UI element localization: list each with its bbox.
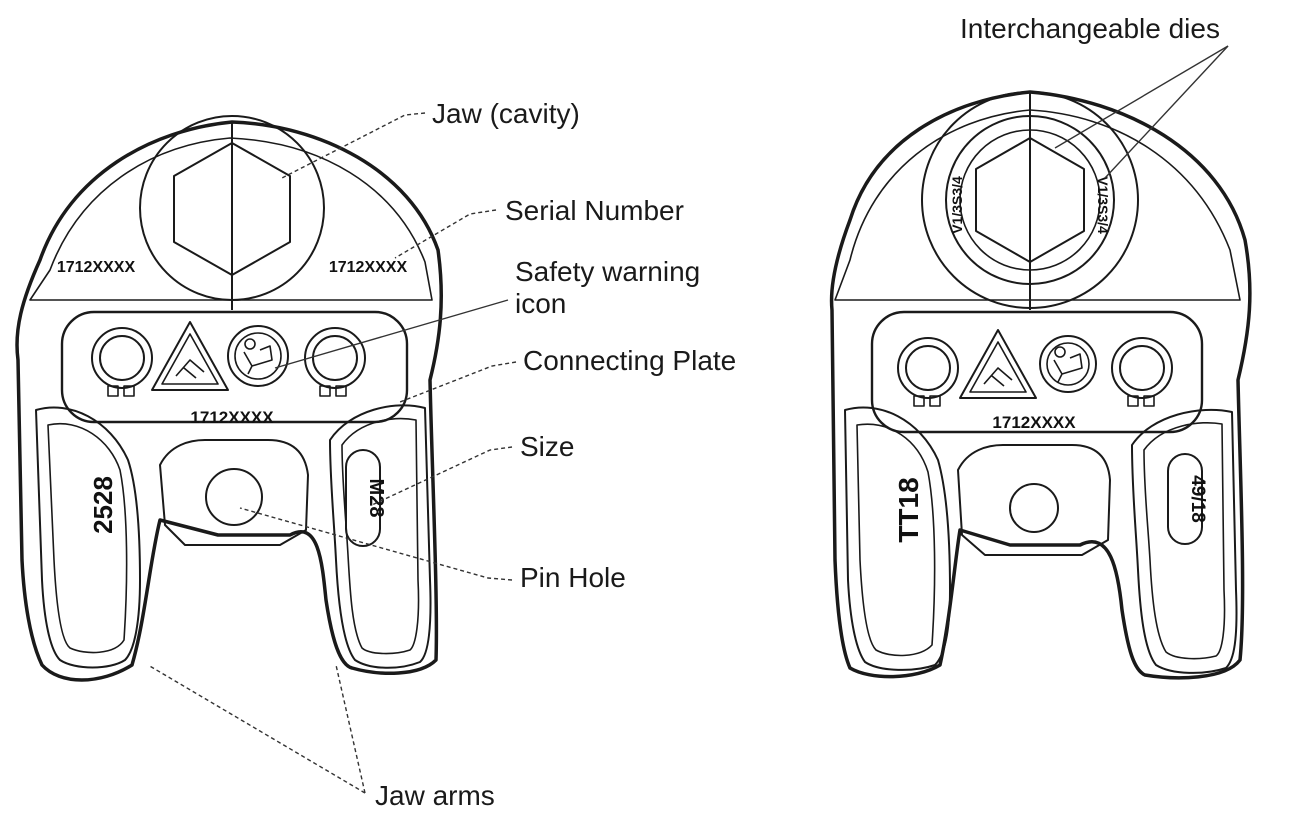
right-plate-pin-right: [1111, 337, 1173, 407]
left-pin-hub: [159, 439, 309, 546]
right-size-marking: 49/18: [1187, 475, 1208, 523]
label-jaw-arms: Jaw arms: [375, 780, 495, 811]
right-die-hexagon: [975, 137, 1085, 263]
warning-triangle-icon: [151, 321, 229, 391]
leader-dies-2: [1104, 45, 1229, 179]
left-jaw-serial-right: 1712XXXX: [329, 259, 408, 276]
right-jaw-arm-left-inner: [856, 423, 936, 657]
left-jaw-cavity-ring: [139, 115, 325, 301]
right-jaw: V1/3S3/4 V1/3S3/4 1712XXXX: [829, 90, 1252, 680]
label-jaw-cavity: Jaw (cavity): [432, 98, 580, 129]
leader-serial-number: [394, 209, 497, 259]
left-jaw-upper-band: [29, 137, 433, 301]
leader-jaw-arms-right: [335, 664, 366, 794]
label-safety-warning-1: Safety warning: [515, 256, 700, 287]
label-connecting-plate: Connecting Plate: [523, 345, 736, 376]
right-jaw-upper-band: [834, 109, 1241, 301]
label-interchangeable-dies: Interchangeable dies: [960, 13, 1220, 44]
right-plate-pin-left: [897, 337, 959, 407]
right-size-oval: [1167, 453, 1203, 545]
leader-lines: [147, 45, 1229, 794]
label-safety-warning-2: icon: [515, 288, 566, 319]
read-manual-icon: [227, 325, 289, 387]
label-pin-hole: Pin Hole: [520, 562, 626, 593]
left-plate-pin-right: [304, 327, 366, 397]
right-die-outer-ring: [921, 91, 1139, 309]
left-arm-code: 2528: [88, 476, 118, 534]
left-jaw-cavity-hexagon: [173, 142, 291, 276]
callout-labels: Jaw (cavity) Serial Number Safety warnin…: [375, 13, 1220, 811]
leader-jaw-arms-left: [147, 664, 366, 794]
left-jaw-arm-left-inner: [47, 422, 128, 654]
left-jaw-arm-left: [35, 406, 141, 669]
left-jaw-arm-right: [329, 404, 432, 669]
right-die-code-right: V1/3S3/4: [1095, 176, 1111, 234]
right-jaw-arm-left: [844, 406, 951, 671]
leader-connecting-plate: [399, 361, 517, 403]
leader-safety-warning: [274, 299, 509, 369]
warning-triangle-icon-right: [959, 329, 1037, 399]
right-die-code-left: V1/3S3/4: [949, 176, 965, 234]
leader-size: [371, 446, 513, 506]
right-arm-code: TT18: [893, 477, 924, 542]
right-pin-hub: [957, 444, 1111, 556]
label-size: Size: [520, 431, 574, 462]
right-die-ring: [945, 115, 1115, 285]
leader-pin-hole: [239, 507, 513, 581]
right-pin-hole: [1009, 483, 1059, 533]
right-jaw-arm-right-inner: [1143, 421, 1226, 660]
left-jaw: 1712XXXX 1712XXXX 1712XXXX 2528 M28: [15, 115, 444, 682]
left-pin-hole: [205, 468, 263, 526]
read-manual-icon-right: [1039, 335, 1097, 393]
right-die-inner-ring: [959, 129, 1101, 271]
right-connecting-plate: [870, 310, 1204, 434]
left-plate-pin-left: [91, 327, 153, 397]
left-jaw-serial-left: 1712XXXX: [57, 259, 136, 276]
leader-dies-1: [1054, 45, 1229, 149]
label-serial-number: Serial Number: [505, 195, 684, 226]
right-jaw-arm-right: [1131, 408, 1238, 674]
left-size-marking: M28: [365, 479, 387, 518]
left-plate-serial: 1712XXXX: [190, 408, 274, 427]
right-plate-serial: 1712XXXX: [992, 413, 1076, 432]
left-size-oval: [345, 449, 381, 547]
leader-jaw-cavity: [281, 112, 426, 179]
